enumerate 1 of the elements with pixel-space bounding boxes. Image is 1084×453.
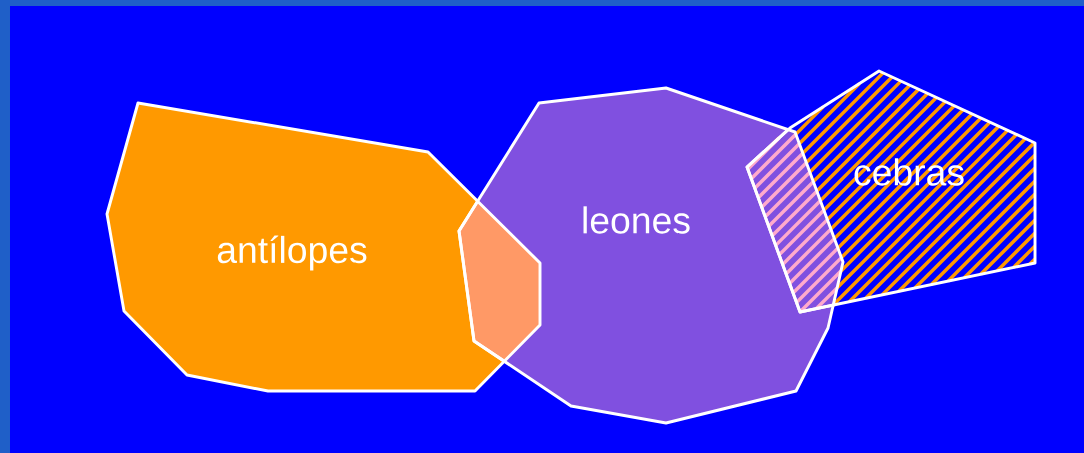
- polygon-region: leones: [457, 86, 845, 425]
